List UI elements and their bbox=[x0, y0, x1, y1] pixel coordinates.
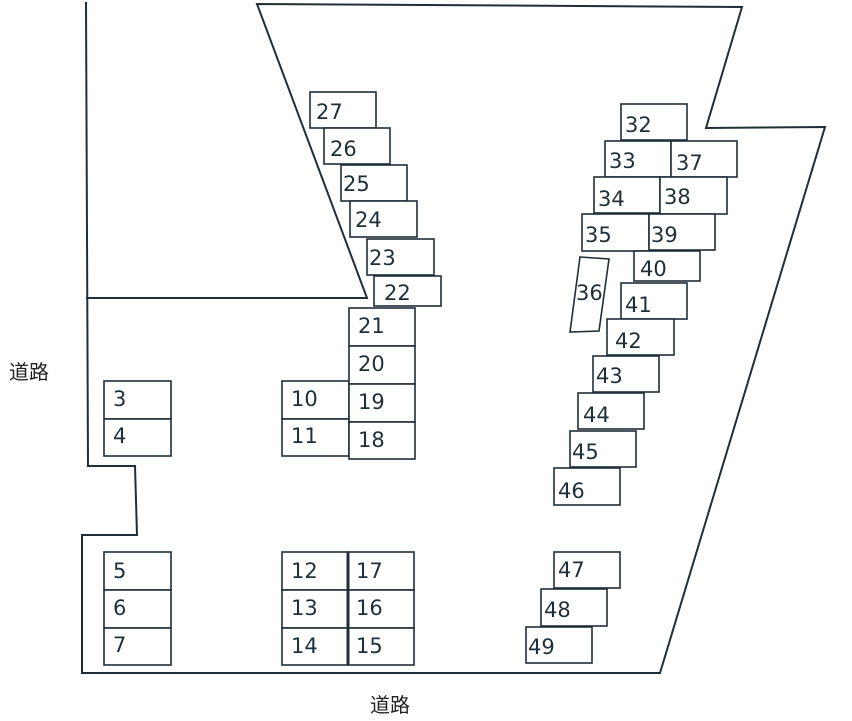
slot-label-20: 20 bbox=[358, 352, 385, 376]
slot-label-44: 44 bbox=[583, 403, 610, 427]
parking-slot-6 bbox=[103, 589, 172, 629]
slot-label-36: 36 bbox=[576, 281, 603, 305]
slot-label-22: 22 bbox=[384, 281, 411, 305]
slot-label-12: 12 bbox=[291, 559, 318, 583]
slot-label-23: 23 bbox=[369, 246, 396, 270]
parking-slot-23 bbox=[366, 238, 435, 276]
slot-label-34: 34 bbox=[598, 187, 625, 211]
parking-slot-4 bbox=[103, 418, 172, 457]
parking-slot-22 bbox=[373, 275, 442, 307]
slot-label-3: 3 bbox=[113, 387, 126, 411]
parking-slot-45 bbox=[569, 430, 637, 468]
slot-label-17: 17 bbox=[356, 559, 383, 583]
slot-label-41: 41 bbox=[625, 293, 652, 317]
road-label-bottom: 道路 bbox=[370, 693, 410, 717]
slot-label-43: 43 bbox=[596, 364, 623, 388]
slot-label-35: 35 bbox=[585, 223, 612, 247]
slot-label-46: 46 bbox=[558, 479, 585, 503]
parking-slot-44 bbox=[577, 392, 645, 430]
slot-label-14: 14 bbox=[291, 634, 318, 658]
slot-label-7: 7 bbox=[113, 633, 126, 657]
slot-label-49: 49 bbox=[528, 635, 555, 659]
slot-label-6: 6 bbox=[113, 596, 126, 620]
parking-slot-48 bbox=[540, 588, 608, 627]
slot-label-47: 47 bbox=[558, 558, 585, 582]
parking-slot-39 bbox=[648, 213, 716, 251]
slot-label-5: 5 bbox=[113, 559, 126, 583]
parking-slot-17 bbox=[347, 551, 415, 591]
slot-label-33: 33 bbox=[609, 149, 636, 173]
parking-slot-36 bbox=[569, 256, 610, 333]
parking-slot-35 bbox=[581, 213, 650, 252]
parking-slot-18 bbox=[348, 421, 416, 460]
parking-slot-26 bbox=[323, 127, 391, 165]
parking-slot-24 bbox=[349, 200, 418, 238]
parking-slot-14 bbox=[281, 627, 349, 666]
slot-label-19: 19 bbox=[358, 390, 385, 414]
slot-label-15: 15 bbox=[356, 634, 383, 658]
parking-slot-16 bbox=[347, 589, 415, 629]
lot-boundary-west bbox=[81, 1, 827, 674]
parking-slot-27 bbox=[309, 91, 377, 129]
parking-slot-46 bbox=[553, 467, 621, 506]
parking-slot-3 bbox=[103, 380, 172, 420]
slot-label-39: 39 bbox=[651, 223, 678, 247]
parking-slot-47 bbox=[553, 551, 621, 589]
slot-label-27: 27 bbox=[316, 100, 343, 124]
slot-label-10: 10 bbox=[291, 387, 318, 411]
parking-slot-32 bbox=[620, 103, 688, 141]
slot-label-26: 26 bbox=[330, 137, 357, 161]
parking-slot-10 bbox=[281, 380, 350, 420]
parking-slot-21 bbox=[348, 307, 416, 347]
slot-label-18: 18 bbox=[358, 428, 385, 452]
slot-label-48: 48 bbox=[544, 598, 571, 622]
parking-slot-7 bbox=[103, 627, 172, 666]
slot-label-25: 25 bbox=[343, 172, 370, 196]
parking-slot-43 bbox=[592, 355, 660, 393]
parking-slot-11 bbox=[281, 418, 350, 457]
slot-label-38: 38 bbox=[664, 185, 691, 209]
parking-slot-49 bbox=[525, 626, 593, 664]
parking-slot-15 bbox=[347, 627, 415, 666]
slot-label-42: 42 bbox=[615, 329, 642, 353]
road-label-left: 道路 bbox=[9, 360, 49, 384]
slot-label-11: 11 bbox=[291, 424, 318, 448]
slot-label-37: 37 bbox=[676, 151, 703, 175]
parking-slot-34 bbox=[593, 176, 661, 214]
parking-slot-20 bbox=[348, 345, 416, 385]
parking-slot-12 bbox=[281, 551, 349, 591]
slot-label-21: 21 bbox=[358, 314, 385, 338]
slot-label-16: 16 bbox=[356, 596, 383, 620]
parking-slot-40 bbox=[633, 250, 701, 282]
slot-label-13: 13 bbox=[291, 596, 318, 620]
parking-slot-37 bbox=[670, 140, 738, 178]
slot-label-4: 4 bbox=[113, 424, 126, 448]
slot-label-24: 24 bbox=[355, 208, 382, 232]
slot-label-40: 40 bbox=[640, 257, 667, 281]
slot-label-45: 45 bbox=[572, 440, 599, 464]
parking-slot-42 bbox=[606, 318, 675, 356]
slot-label-32: 32 bbox=[625, 113, 652, 137]
